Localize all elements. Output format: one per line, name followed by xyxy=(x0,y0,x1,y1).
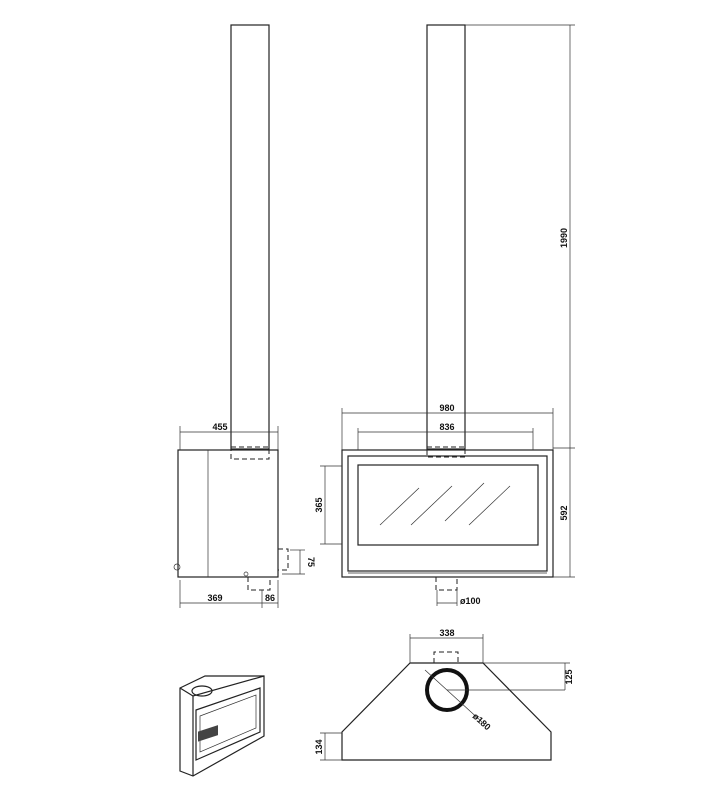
dim-side-bottom: 75 xyxy=(306,557,316,567)
dim-air-inlet: ø100 xyxy=(460,596,481,606)
front-chimney xyxy=(426,24,466,450)
side-chimney xyxy=(230,24,270,450)
iso-flue-icon xyxy=(191,685,213,697)
top-view: 338 125 ø180 134 xyxy=(314,628,574,761)
front-body xyxy=(341,449,554,578)
front-view: 980 836 1990 592 365 ø100 xyxy=(314,24,575,606)
dim-top-flue-width: 338 xyxy=(439,628,454,638)
dim-glass-height: 365 xyxy=(314,497,324,512)
front-glass xyxy=(357,464,539,546)
side-body xyxy=(177,449,279,578)
dim-front-inner-width: 836 xyxy=(439,422,454,432)
dim-body-height: 592 xyxy=(559,505,569,520)
dim-total-height: 1990 xyxy=(559,228,569,248)
isometric-view xyxy=(179,675,265,777)
dim-front-width: 980 xyxy=(439,403,454,413)
side-knob-icon xyxy=(173,563,181,571)
side-view: 455 369 86 75 xyxy=(173,24,316,608)
dim-top-side-depth: 134 xyxy=(314,739,324,754)
glass-reflection-icon xyxy=(379,482,511,526)
dim-flue-offset: 125 xyxy=(564,669,574,684)
dim-side-width: 455 xyxy=(212,422,227,432)
dim-side-depth: 369 xyxy=(207,593,222,603)
dim-flue-diameter: ø180 xyxy=(471,711,493,732)
dim-side-offset: 86 xyxy=(265,593,275,603)
